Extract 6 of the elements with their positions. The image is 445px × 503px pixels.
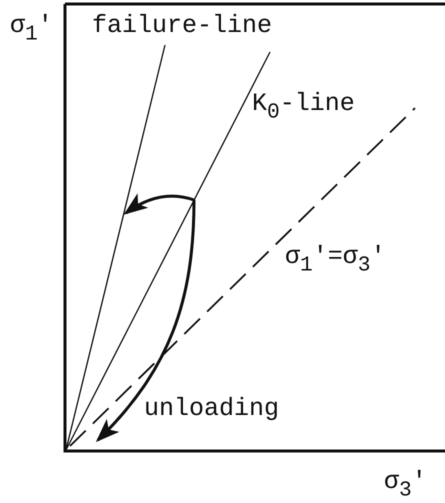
axis-label: σ$_{1}$' <box>10 12 53 40</box>
line-label: K$_{0}$-line <box>252 90 355 118</box>
line-label: σ$_{1}$'=σ$_{3}$' <box>285 243 386 270</box>
axis-label: σ$_{3}$' <box>384 468 427 496</box>
path-label: unloading <box>144 395 280 422</box>
line-label: failure-line <box>92 12 272 40</box>
